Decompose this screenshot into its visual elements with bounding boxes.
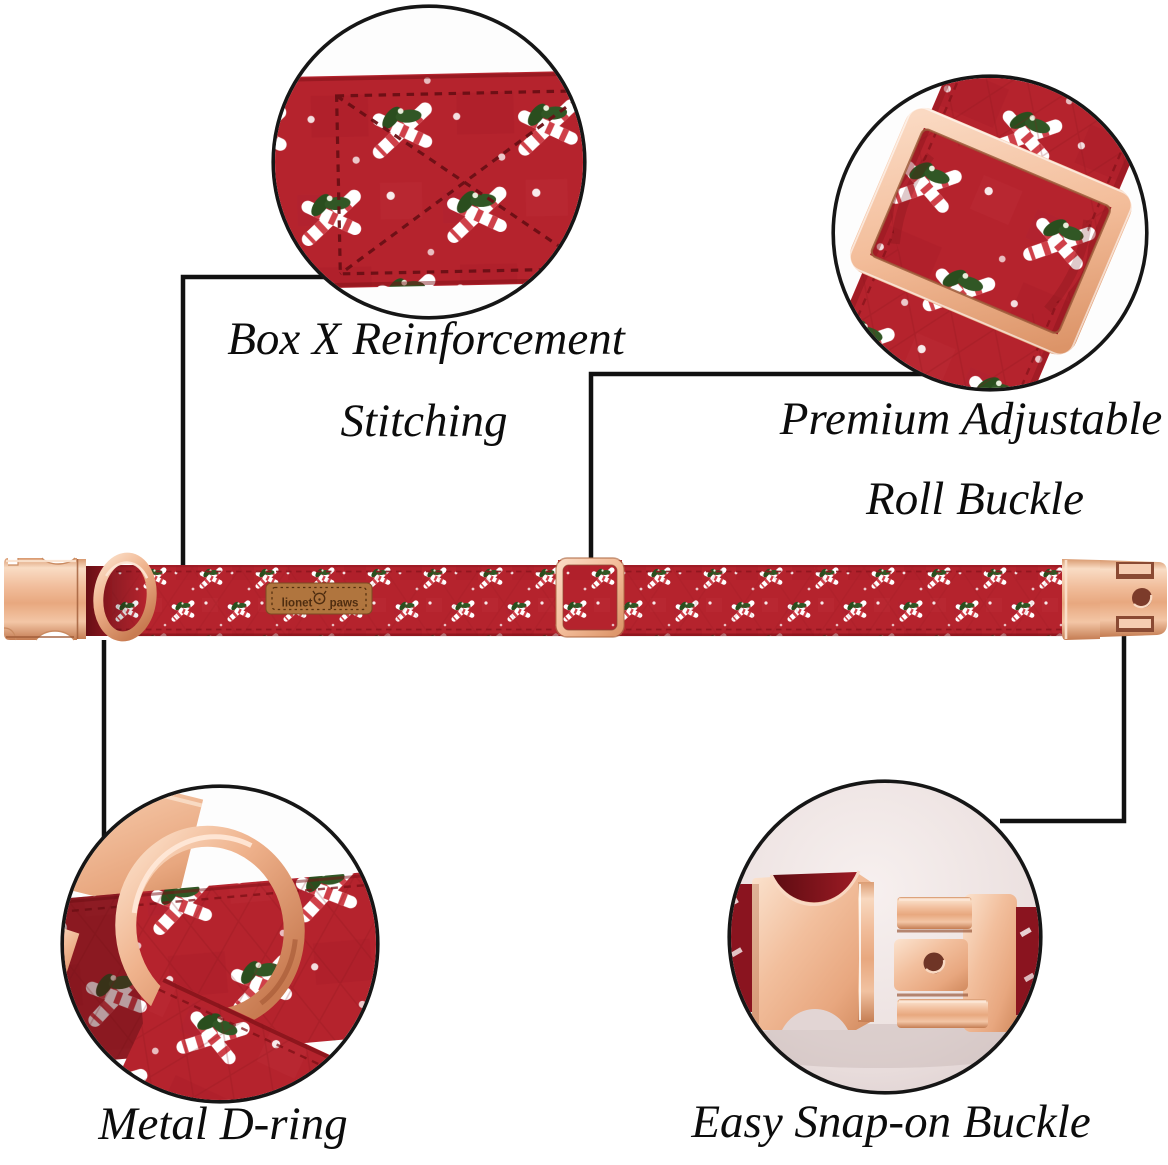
callout-circle-snap-buckle [727, 779, 1043, 1095]
label-roll-buckle-line2: Roll Buckle [866, 473, 1084, 525]
callout-circle-box-x-stitching [271, 4, 587, 320]
buckle-button-hole [1132, 588, 1152, 608]
callout-circle-roll-buckle [831, 74, 1149, 392]
fabric-bulge [893, 144, 1089, 318]
box-x-stitch-lines [334, 89, 583, 276]
d-ring [93, 552, 157, 642]
brand-patch: lionet paws [265, 582, 373, 615]
male-buckle-part [894, 894, 1017, 1032]
right-buckle [1062, 559, 1167, 640]
collar: lionet paws [3, 552, 1167, 642]
leader-line-roll-buckle [588, 371, 932, 559]
callout-circle-d-ring [60, 784, 380, 1104]
female-buckle-part [752, 870, 874, 1030]
leader-line-snap-buckle [1000, 634, 1127, 824]
dog-logo-icon [312, 590, 327, 605]
label-box-x-line1: Box X Reinforcement [227, 313, 625, 365]
left-buckle [3, 557, 86, 641]
patch-text-right: paws [330, 598, 359, 610]
label-snap-buckle: Easy Snap-on Buckle [691, 1096, 1091, 1148]
leader-lines [101, 274, 1127, 838]
label-d-ring: Metal D-ring [98, 1098, 348, 1150]
roll-buckle-frame [849, 107, 1132, 355]
leader-line-box-x [180, 274, 330, 566]
ground-shadow [731, 1024, 1039, 1068]
patch-text-left: lionet [282, 598, 313, 610]
label-box-x-line2: Stitching [340, 395, 508, 447]
roll-buckle [555, 557, 625, 638]
label-roll-buckle-line1: Premium Adjustable [779, 393, 1163, 445]
clamp-edge-fragment [64, 924, 80, 984]
